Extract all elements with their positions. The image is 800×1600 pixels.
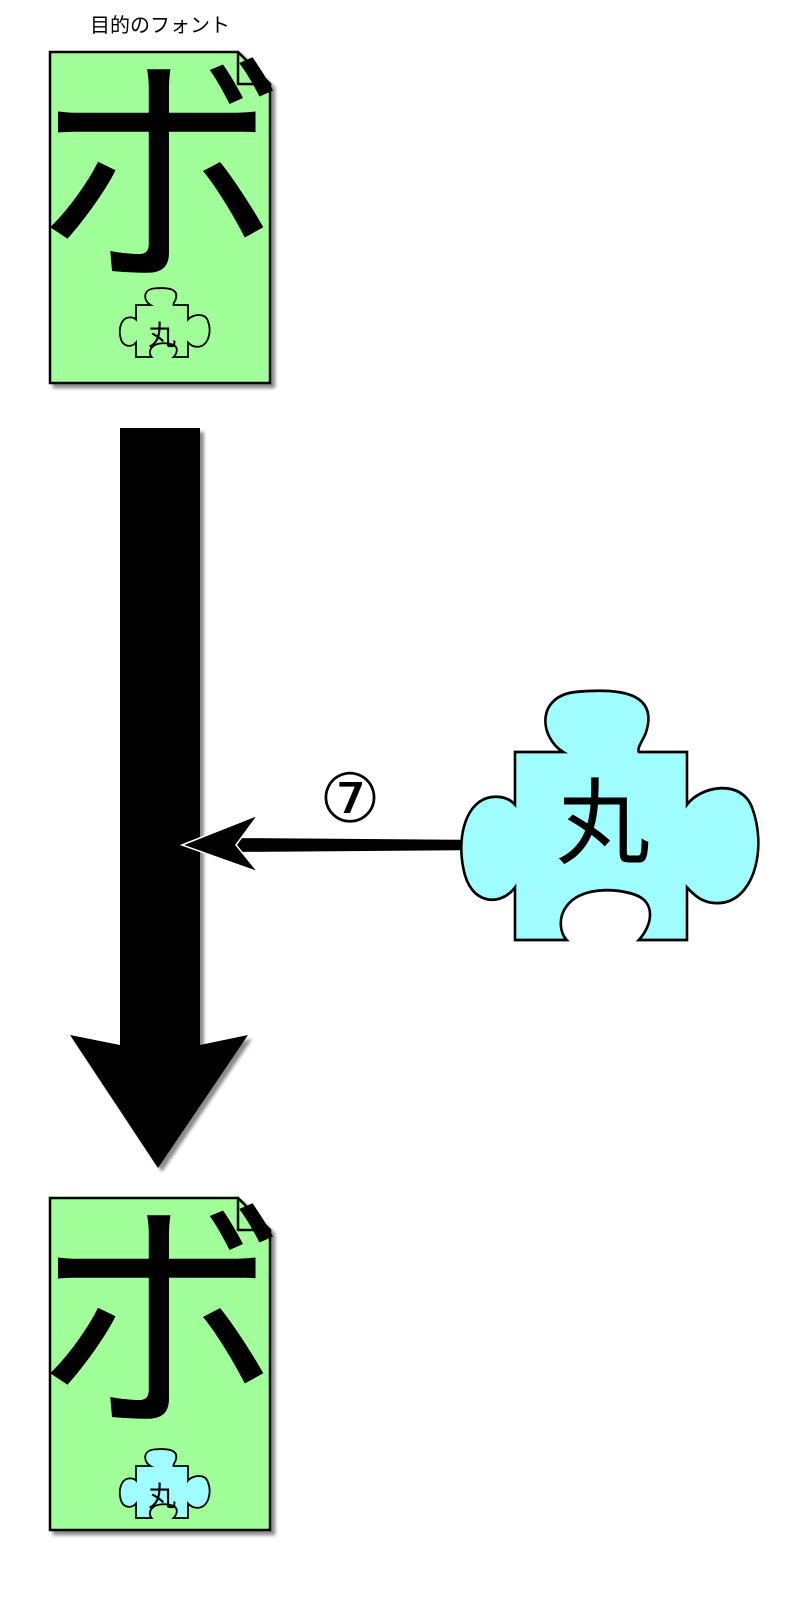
target-glyph: ボ (35, 30, 285, 321)
result-font-file-icon (48, 1196, 272, 1532)
font-file-icon (48, 50, 272, 385)
component-glyph: 丸 (556, 770, 650, 879)
result-glyph: ボ (35, 1176, 285, 1467)
down-arrow-icon (70, 428, 248, 1168)
target-font-document: ボ 丸 (35, 30, 285, 385)
step-number: ⑦ (320, 760, 381, 839)
insert-arrow-shaft (230, 838, 490, 852)
component-piece: 丸 (459, 689, 760, 942)
filled-component-glyph: 丸 (148, 1480, 176, 1513)
result-font-document: ボ 丸 (35, 1176, 285, 1532)
missing-component-glyph: 丸 (148, 319, 176, 352)
result-page-fold-corner (236, 1196, 272, 1232)
insert-arrowhead-icon (179, 813, 261, 874)
page-fold-corner (236, 50, 272, 86)
target-font-label: 目的のフォント (90, 13, 230, 37)
